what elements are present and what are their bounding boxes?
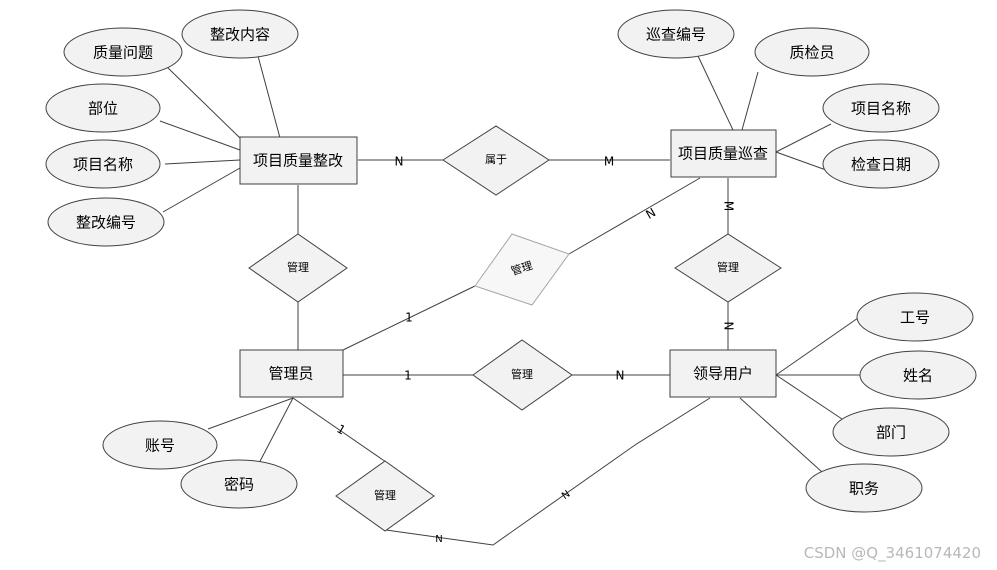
attr-insp-date-label: 检查日期	[851, 156, 911, 174]
attr-leader-name-label: 姓名	[903, 367, 933, 385]
attr-leader-position: 职务	[805, 463, 923, 513]
attr-insp-inspector-label: 质检员	[789, 44, 834, 62]
card-insp-admin-1: 1	[405, 311, 413, 325]
line-leader-position	[739, 397, 823, 473]
line-admin-password	[256, 397, 294, 468]
attr-insp-project-label: 项目名称	[851, 100, 911, 118]
attr-rect-project: 项目名称	[45, 139, 161, 189]
card-insp-leader-m: M	[722, 201, 736, 211]
line-insp-date	[775, 151, 827, 171]
line-manage-insp-admin-left	[342, 284, 478, 351]
attr-rect-issue-label: 质量问题	[93, 44, 153, 62]
line-rect-issue	[165, 65, 241, 139]
line-admin-account	[207, 397, 294, 430]
line-rect-number	[162, 167, 241, 213]
attr-rect-content: 整改内容	[181, 9, 299, 59]
relation-manage-insp-leader: 管理	[674, 233, 782, 303]
attr-admin-account: 账号	[102, 420, 218, 470]
attr-leader-position-label: 职务	[849, 480, 879, 498]
relation-manage-insp-leader-label: 管理	[717, 260, 739, 274]
entity-leader: 领导用户	[669, 349, 777, 398]
attr-rect-project-label: 项目名称	[73, 156, 133, 174]
line-manage-bottom-right	[385, 397, 711, 546]
line-insp-inspector	[741, 71, 759, 131]
entity-admin: 管理员	[239, 349, 344, 398]
attr-admin-password-label: 密码	[224, 476, 254, 494]
relation-belongs-label: 属于	[485, 153, 507, 166]
line-leader-id	[775, 317, 859, 376]
entity-inspection-label: 项目质量巡查	[678, 145, 768, 163]
attr-leader-dept-label: 部门	[876, 424, 906, 442]
relation-manage-admin-leader-label: 管理	[511, 367, 533, 381]
attr-rect-content-label: 整改内容	[210, 26, 270, 44]
card-insp-admin-n: N	[643, 205, 658, 222]
attr-rect-issue: 质量问题	[63, 27, 183, 77]
line-leader-dept	[775, 374, 843, 420]
attr-leader-dept: 部门	[832, 407, 950, 457]
attr-insp-date: 检查日期	[822, 139, 940, 189]
line-insp-project	[775, 123, 832, 153]
attr-rect-location-label: 部位	[88, 100, 118, 118]
entity-leader-label: 领导用户	[693, 365, 753, 383]
card-bottom-1: 1	[334, 422, 348, 438]
relation-manage-bottom: 管理	[335, 460, 435, 532]
line-manage-bottom-left	[292, 397, 387, 463]
attr-admin-password: 密码	[180, 459, 298, 509]
attr-rect-location: 部位	[45, 83, 161, 133]
connector-lines	[159, 55, 860, 546]
attr-insp-project: 项目名称	[822, 83, 940, 133]
watermark: CSDN @Q_3461074420	[803, 544, 981, 562]
attr-leader-id: 工号	[856, 292, 974, 342]
entity-admin-label: 管理员	[268, 365, 313, 383]
entity-inspection: 项目质量巡查	[670, 129, 777, 178]
line-insp-number	[697, 55, 734, 131]
relation-belongs: 属于	[442, 125, 550, 196]
card-belongs-left: N	[395, 155, 404, 169]
relation-manage-insp-admin-label: 管理	[509, 258, 534, 278]
relation-manage-rect: 管理	[248, 233, 348, 303]
attr-insp-number: 巡查编号	[617, 9, 735, 59]
attr-rect-number-label: 整改编号	[76, 214, 136, 232]
entity-rectification-label: 项目质量整改	[253, 152, 343, 170]
attr-insp-inspector: 质检员	[754, 27, 870, 77]
attr-rect-number: 整改编号	[47, 197, 165, 247]
attr-insp-number-label: 巡查编号	[646, 26, 706, 44]
card-insp-leader-n: N	[722, 322, 736, 331]
line-rect-project	[164, 159, 241, 165]
line-rect-location	[159, 120, 241, 151]
card-admin-leader-1: 1	[404, 369, 412, 383]
entity-rectification: 项目质量整改	[239, 136, 358, 185]
line-manage-insp-admin-right	[568, 177, 701, 255]
attr-leader-name: 姓名	[859, 350, 977, 400]
attr-admin-account-label: 账号	[145, 437, 175, 455]
relation-manage-rect-label: 管理	[287, 260, 309, 274]
card-bottom-n-left: N	[435, 534, 442, 545]
card-admin-leader-n: N	[616, 369, 625, 383]
relation-manage-insp-admin: 管理	[474, 233, 570, 306]
relation-manage-bottom-label: 管理	[374, 488, 396, 502]
relation-manage-admin-leader: 管理	[472, 339, 573, 411]
line-rect-content	[257, 55, 281, 139]
attr-leader-id-label: 工号	[900, 309, 930, 327]
card-belongs-right: M	[604, 155, 614, 169]
